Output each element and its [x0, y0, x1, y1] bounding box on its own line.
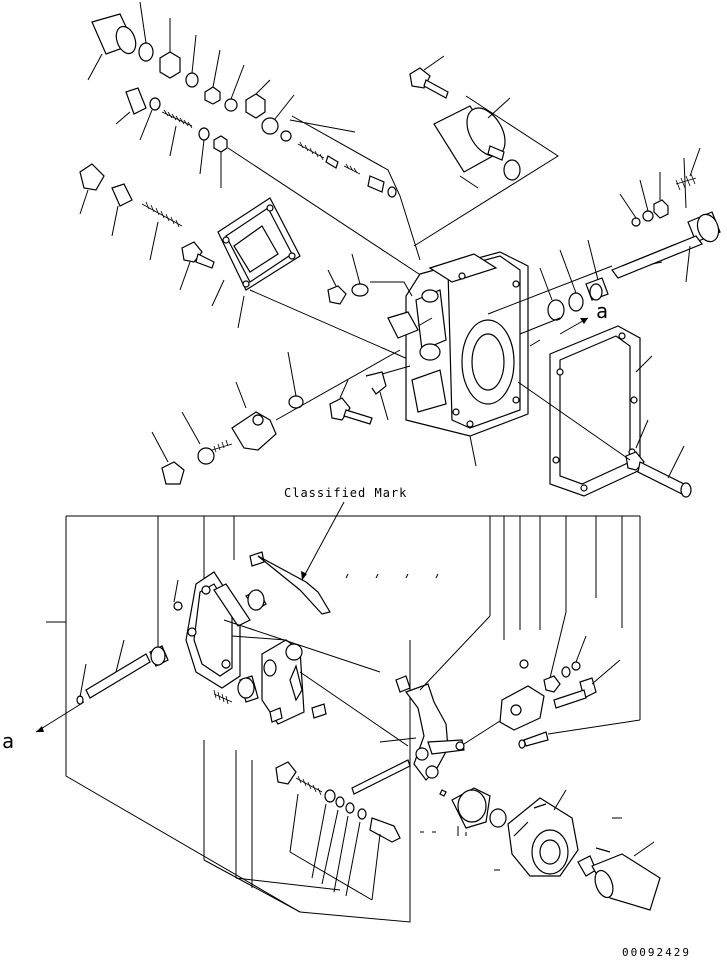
cam-housing [439, 787, 579, 877]
bolt-part [179, 241, 215, 291]
reference-a-top: a [596, 299, 609, 323]
plunger-parts [280, 115, 421, 261]
spring-stack [275, 761, 436, 901]
drawing-number: 00092429 [622, 946, 691, 959]
o-ring-part [138, 42, 154, 62]
top-left-parts [79, 1, 295, 291]
cover-plate-part [211, 197, 301, 329]
sleeve-part [87, 13, 137, 81]
spring-part [161, 109, 193, 157]
gasket-part [517, 325, 692, 498]
reference-a-left: a [2, 729, 15, 753]
housing-bolts [327, 253, 433, 425]
right-shaft-parts [487, 147, 721, 335]
main-housing-part [405, 251, 529, 467]
lever-part [151, 349, 401, 485]
center-bracket [213, 619, 409, 747]
solenoid-part [409, 55, 559, 247]
block-bracket [499, 611, 641, 749]
bracket-assembly [35, 551, 331, 733]
hex-nut-part [159, 18, 181, 79]
assembly-frame [46, 515, 641, 923]
actuator-cylinder [577, 817, 661, 911]
classified-mark-label: Classified Mark [284, 486, 408, 500]
dashes-marks [345, 573, 439, 579]
governor-lever [351, 615, 515, 795]
